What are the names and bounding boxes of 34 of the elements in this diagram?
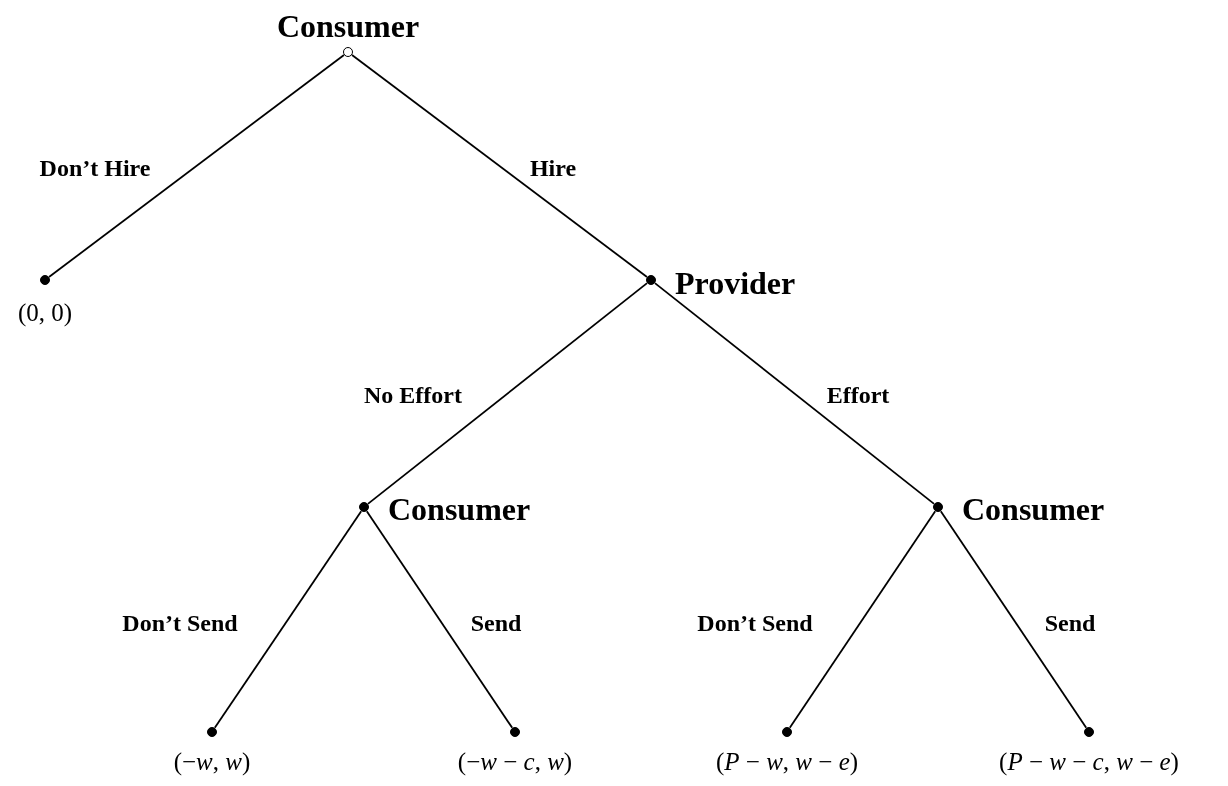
edge-label: No Effort <box>364 381 462 409</box>
branch-line <box>48 54 345 278</box>
edge-label: Send <box>470 609 522 637</box>
player-label: Consumer <box>276 7 420 45</box>
node-dot <box>1084 727 1094 737</box>
payoff-label: (0, 0) <box>17 299 73 327</box>
player-label: Provider <box>675 264 796 302</box>
edge-label: Don’t Hire <box>39 154 151 182</box>
branch-line <box>367 282 648 505</box>
branch-line <box>939 510 1088 729</box>
payoff-label: (−w, w) <box>173 748 251 776</box>
player-label: Consumer <box>962 490 1105 528</box>
branch-line <box>351 54 648 278</box>
edge-label: Effort <box>826 381 890 409</box>
node-dot <box>782 727 792 737</box>
node-dot <box>207 727 217 737</box>
payoff-label: (−w − c, w) <box>457 748 573 776</box>
node-dot <box>510 727 520 737</box>
node-dot <box>933 502 943 512</box>
player-label: Consumer <box>388 490 531 528</box>
edge-label: Don’t Send <box>697 609 813 637</box>
edge-label: Hire <box>529 154 577 182</box>
branch-line <box>213 510 363 729</box>
branch-line <box>365 510 514 729</box>
edge-label: Send <box>1044 609 1096 637</box>
node-dot <box>40 275 50 285</box>
edge-label: Don’t Send <box>122 609 238 637</box>
payoff-label: (P − w, w − e) <box>715 748 859 776</box>
node-dot <box>359 502 369 512</box>
payoff-label: (P − w − c, w − e) <box>999 748 1179 776</box>
node-dot <box>646 275 656 285</box>
open-node-circle <box>343 47 353 57</box>
branch-line <box>654 282 935 505</box>
branch-line <box>788 510 937 729</box>
